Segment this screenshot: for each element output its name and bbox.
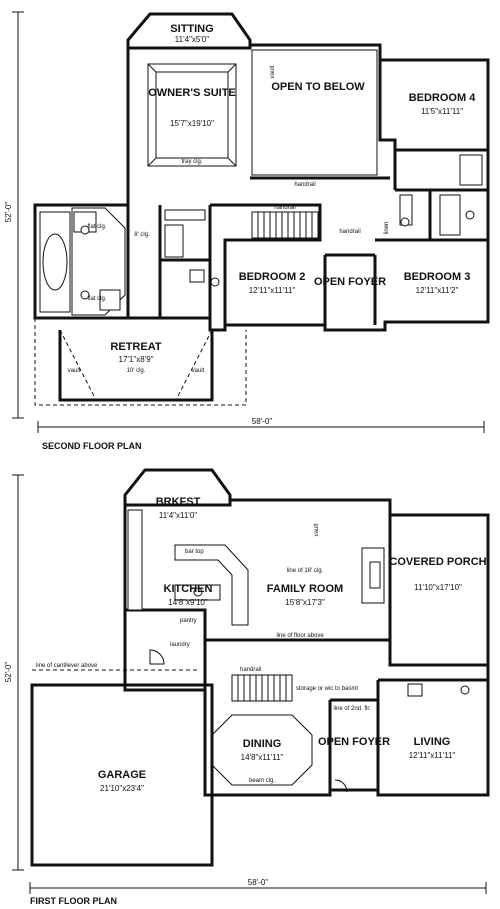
toilet-icon-4 bbox=[460, 685, 470, 695]
handrail-note-3: handrail bbox=[339, 229, 360, 235]
first-floor-stairs bbox=[231, 674, 293, 702]
bar-note: bar top bbox=[185, 549, 204, 555]
bedroom-2-size: 12'11"x11'11" bbox=[249, 286, 296, 295]
vault-note-3: vault bbox=[270, 65, 276, 78]
bedroom-baths bbox=[399, 154, 483, 236]
sink-icon-2 bbox=[80, 290, 90, 300]
retreat-note: 10' clg. bbox=[127, 368, 146, 374]
powder-room bbox=[407, 683, 470, 697]
retreat-label: RETREAT bbox=[110, 341, 161, 353]
fireplace bbox=[361, 547, 385, 604]
line-2nd-note: line of 2nd. flr. bbox=[333, 706, 371, 712]
laundry-note: laundry bbox=[170, 642, 190, 648]
retreat-size: 17'1"x8'9" bbox=[119, 355, 154, 364]
owners-suite-tray-inner bbox=[155, 71, 229, 159]
toilet-icon-2 bbox=[400, 217, 410, 227]
open-foyer-label-upper: OPEN FOYER bbox=[314, 276, 386, 288]
kitchen-size: 14'8"x9'10" bbox=[168, 598, 208, 607]
toilet-icon-3 bbox=[465, 210, 475, 220]
flat-clg-note-2: flat clg. bbox=[87, 296, 106, 302]
garage-size: 21'10"x23'4" bbox=[100, 784, 144, 793]
second-floor-width-label: 58'-0" bbox=[252, 417, 273, 426]
first-floor-depth-dimension: 52'-0" bbox=[4, 474, 24, 871]
open-foyer-label-lower: OPEN FOYER bbox=[318, 736, 390, 748]
second-floor-plan: 52'-0" 58'-0" bbox=[4, 11, 490, 451]
handrail-note-lower: handrail bbox=[240, 667, 261, 673]
brkfst-label: BRKFST bbox=[156, 496, 201, 508]
clg-note: 8' clg. bbox=[134, 232, 150, 238]
brkfst-size: 11'4"x11'0" bbox=[159, 511, 197, 520]
garage-wall bbox=[30, 683, 214, 867]
first-floor-depth-label: 52'-0" bbox=[4, 662, 13, 683]
kitchen-sink-icon bbox=[193, 587, 203, 597]
second-floor-stairs bbox=[251, 211, 319, 239]
first-floor-plan: 52'-0" 58'-0" bbox=[4, 468, 490, 906]
breakfast-bay-wall bbox=[123, 468, 232, 505]
first-floor-width-dimension: 58'-0" bbox=[29, 878, 487, 894]
line-18-note: line of 18' clg. bbox=[287, 568, 324, 574]
dining-octagon-ceiling bbox=[211, 714, 313, 786]
covered-porch-size: 11'10"x17'10" bbox=[414, 583, 462, 592]
sitting-bay-wall bbox=[126, 12, 252, 48]
toilet-icon bbox=[210, 277, 220, 287]
kitchen-counters bbox=[127, 509, 249, 626]
open-to-below-label: OPEN TO BELOW bbox=[271, 81, 365, 93]
bathtub-icon bbox=[42, 233, 68, 291]
cantilever-note: line of cantilever above bbox=[36, 663, 98, 669]
sitting-label: SITTING bbox=[170, 23, 213, 35]
linen-note: linen bbox=[384, 222, 390, 235]
bedroom-3-label: BEDROOM 3 bbox=[404, 271, 471, 283]
living-size: 12'11"x11'11" bbox=[409, 751, 456, 760]
dining-label: DINING bbox=[243, 738, 282, 750]
handrail-note-2: handrail bbox=[274, 205, 295, 211]
storage-note: storage or wic to basmt bbox=[296, 686, 358, 692]
owners-suite-note: tray clg. bbox=[181, 159, 202, 165]
second-floor-caption: SECOND FLOOR PLAN bbox=[42, 441, 142, 451]
retreat-dashed-outline bbox=[34, 318, 247, 406]
owners-suite-size: 15'7"x19'10" bbox=[170, 119, 214, 128]
covered-porch-wall bbox=[388, 515, 488, 667]
bedroom-2-label: BEDROOM 2 bbox=[239, 271, 306, 283]
sitting-size: 11'4"x5'0" bbox=[175, 35, 210, 44]
vault-note-lower: vault bbox=[314, 523, 320, 536]
second-floor-depth-dimension: 52'-0" bbox=[4, 11, 24, 419]
bedroom-3-size: 12'11"x11'2" bbox=[416, 286, 459, 295]
open-to-below-void bbox=[251, 49, 378, 176]
bedroom-4-size: 11'5"x11'11" bbox=[421, 107, 463, 116]
vault-note-1: vault bbox=[68, 368, 81, 374]
handrail-note-1: handrail bbox=[294, 182, 315, 188]
second-floor-width-dimension: 58'-0" bbox=[37, 417, 485, 433]
owners-suite-label: OWNER'S SUITE bbox=[148, 87, 236, 99]
first-floor-caption: FIRST FLOOR PLAN bbox=[30, 896, 117, 906]
vault-note-2: vault bbox=[192, 368, 205, 374]
master-bath bbox=[39, 207, 126, 316]
living-label: LIVING bbox=[414, 736, 451, 748]
hall-bath bbox=[164, 209, 220, 287]
garage-label: GARAGE bbox=[98, 769, 146, 781]
pantry-note: pantry bbox=[180, 618, 197, 624]
covered-porch-label: COVERED PORCH bbox=[389, 556, 486, 568]
flat-clg-note-1: flat clg. bbox=[87, 224, 106, 230]
sink-icon bbox=[80, 225, 90, 235]
bedroom-4-label: BEDROOM 4 bbox=[409, 92, 477, 104]
floor-above-note: line of floor above bbox=[276, 633, 324, 639]
family-room-size: 15'8"x17'3" bbox=[285, 598, 325, 607]
beam-note: beam clg. bbox=[249, 778, 275, 784]
family-room-label: FAMILY ROOM bbox=[267, 583, 343, 595]
dining-size: 14'8"x11'11" bbox=[241, 753, 284, 762]
first-floor-outer-wall bbox=[123, 498, 490, 797]
second-floor-depth-label: 52'-0" bbox=[4, 202, 13, 223]
owners-suite-tray-ceiling bbox=[147, 63, 237, 167]
first-floor-width-label: 58'-0" bbox=[248, 878, 269, 887]
kitchen-label: KITCHEN bbox=[164, 583, 213, 595]
